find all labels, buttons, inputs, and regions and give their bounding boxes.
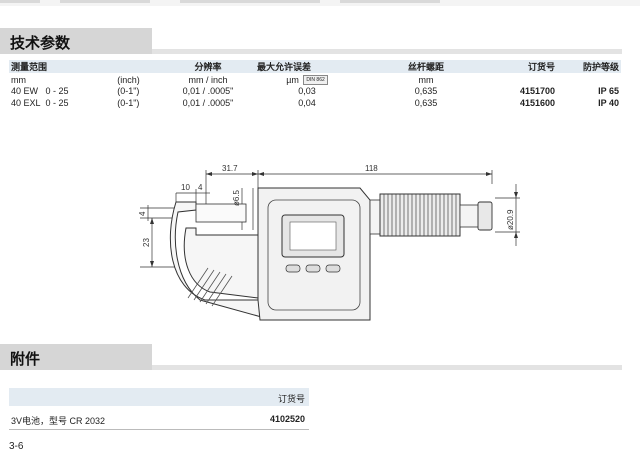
spec-table: 测量范围 分辨率 最大允许误差 丝杆螺距 订货号 防护等级 mm (inch) … <box>9 60 621 109</box>
row-order-no: 4151600 <box>519 98 555 108</box>
spec-row: 40 EXL 0 - 25 (0-1") 0,01 / .0005" 0,04 … <box>9 97 621 109</box>
accessories-table: 订货号 3V电池，型号 CR 2032 4102520 <box>9 388 309 430</box>
header-resolution: 分辨率 <box>161 60 255 73</box>
header-rule <box>152 365 622 370</box>
row-resolution: 0,01 / .0005" <box>182 86 234 96</box>
unit-resolution: mm / inch <box>188 75 228 85</box>
dim-6-5-label: ø6.5 <box>232 189 241 206</box>
spec-row: 40 EW 0 - 25 (0-1") 0,01 / .0005" 0,03 0… <box>9 85 621 97</box>
header-max-error: 最大允许误差 <box>255 60 359 73</box>
row-pitch: 0,635 <box>414 98 438 108</box>
row-protection: IP 40 <box>598 98 619 108</box>
header-range: 测量范围 <box>9 60 161 73</box>
row-protection: IP 65 <box>598 86 619 96</box>
header-protection: 防护等级 <box>557 60 621 73</box>
header-pitch: 丝杆螺距 <box>359 60 493 73</box>
din-badge: DIN 862 <box>303 75 328 85</box>
row-model: 40 EXL <box>11 98 41 108</box>
micrometer-drawing: 31.7 118 10 4 ø6.5 4 23 ø20.9 <box>138 164 520 321</box>
row-resolution: 0,01 / .0005" <box>182 98 234 108</box>
dim-4-top-label: 4 <box>198 183 203 192</box>
specs-section-header: 技术参数 <box>0 28 622 54</box>
header-order-no: 订货号 <box>493 60 557 73</box>
row-model: 40 EW <box>11 86 39 96</box>
spec-unit-row: mm (inch) mm / inch µm DIN 862 mm <box>9 73 621 85</box>
accessories-header-order-no: 订货号 <box>277 394 305 404</box>
accessory-name: 3V电池，型号 CR 2032 <box>11 416 106 426</box>
unit-pitch: mm <box>418 75 434 85</box>
top-strip <box>0 0 640 6</box>
row-max-error: 0,03 <box>298 86 316 96</box>
accessory-row: 3V电池，型号 CR 2032 4102520 <box>9 406 309 430</box>
unit-range: mm <box>11 75 26 85</box>
dim-31-7-label: 31.7 <box>222 164 238 173</box>
accessories-section-title: 附件 <box>10 350 41 368</box>
page-number: 3-6 <box>9 441 24 452</box>
accessory-order-no: 4102520 <box>269 414 305 424</box>
specs-section-title: 技术参数 <box>10 34 71 52</box>
dim-23-label: 23 <box>142 238 151 247</box>
row-pitch: 0,635 <box>414 86 438 96</box>
dim-10-label: 10 <box>181 183 190 192</box>
row-range: 0 - 25 <box>45 98 69 108</box>
row-order-no: 4151700 <box>519 86 555 96</box>
row-max-error: 0,04 <box>298 98 316 108</box>
row-inch: (0-1") <box>117 98 140 108</box>
row-inch: (0-1") <box>117 86 140 96</box>
row-divider <box>9 429 309 430</box>
dim-118-label: 118 <box>365 164 378 173</box>
dim-20-9-label: ø20.9 <box>506 209 515 230</box>
unit-inch: (inch) <box>117 75 140 85</box>
header-rule <box>152 49 622 54</box>
row-range: 0 - 25 <box>45 86 69 96</box>
accessories-header-row: 订货号 <box>9 388 309 406</box>
unit-max-error: µm <box>286 75 299 85</box>
spec-header-row: 测量范围 分辨率 最大允许误差 丝杆螺距 订货号 防护等级 <box>9 60 621 73</box>
accessories-section-header: 附件 <box>0 344 622 370</box>
dim-4-left-label: 4 <box>138 211 147 216</box>
